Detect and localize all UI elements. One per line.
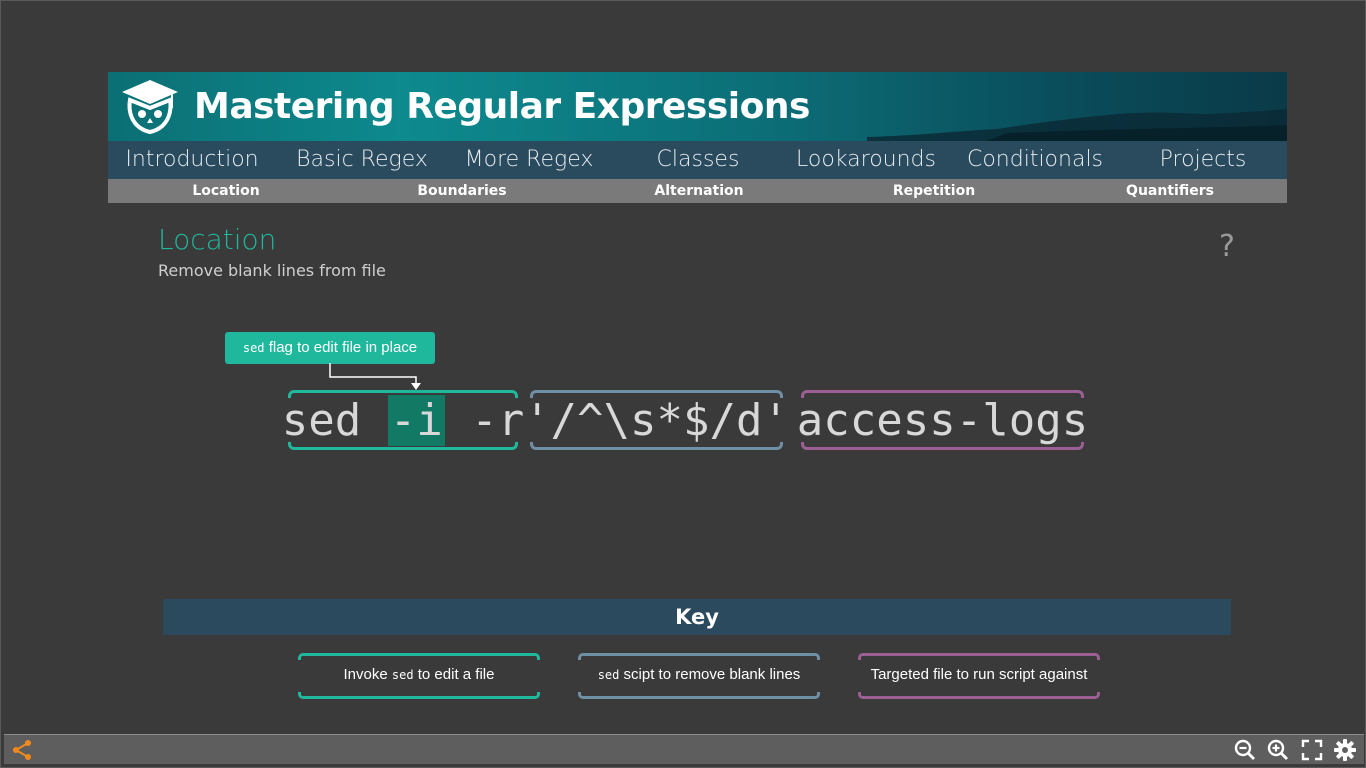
nav-introduction[interactable]: Introduction	[125, 147, 259, 172]
flag-callout: sed flag to edit file in place	[225, 332, 435, 364]
nav-classes[interactable]: Classes	[656, 147, 740, 172]
segment-target-file[interactable]: access-logs	[796, 390, 1089, 450]
page-title: Location	[158, 223, 277, 256]
segment-sed-script[interactable]: '/^\s*$/d'	[524, 390, 789, 450]
callout-text: flag to edit file in place	[264, 339, 418, 356]
callout-arrow-icon	[329, 363, 421, 390]
token-sed: sed	[281, 394, 388, 446]
nav-conditionals[interactable]: Conditionals	[966, 147, 1104, 172]
token-flag-r: -r	[444, 394, 525, 446]
bracket-bottom	[801, 442, 1084, 450]
subnav-alternation[interactable]: Alternation	[654, 183, 744, 199]
token-flag-i[interactable]: -i	[387, 394, 445, 446]
nav-basic-regex[interactable]: Basic Regex	[296, 147, 428, 172]
bracket-bottom	[578, 692, 820, 699]
nav-projects[interactable]: Projects	[1159, 147, 1247, 172]
bottom-toolbar	[4, 734, 1364, 764]
key-text: Invoke	[343, 666, 392, 683]
token-file: access-logs	[796, 394, 1089, 446]
nav-lookarounds[interactable]: Lookarounds	[796, 147, 936, 172]
share-icon[interactable]	[10, 738, 34, 762]
help-button[interactable]: ?	[1219, 229, 1235, 264]
key-item-sed-script: sed scipt to remove blank lines	[578, 653, 820, 699]
bracket-top	[298, 653, 540, 660]
zoom-out-icon[interactable]	[1233, 738, 1257, 762]
nav-more-regex[interactable]: More Regex	[464, 147, 594, 172]
bracket-bottom	[858, 692, 1100, 699]
segment-sed-invoke[interactable]: sed -i -r	[282, 390, 524, 450]
page-subtitle: Remove blank lines from file	[158, 261, 386, 280]
subnav-boundaries[interactable]: Boundaries	[417, 183, 507, 199]
bracket-top	[578, 653, 820, 660]
fullscreen-icon[interactable]	[1300, 738, 1324, 762]
key-item-target-file: Targeted file to run script against	[858, 653, 1100, 699]
main-nav: Introduction Basic Regex More Regex Clas…	[108, 141, 1287, 179]
sed-tokens: sed -i -r	[282, 394, 524, 446]
bracket-bottom	[288, 442, 518, 450]
subnav-quantifiers[interactable]: Quantifiers	[1126, 183, 1214, 199]
subnav-location[interactable]: Location	[192, 183, 260, 199]
subnav-repetition[interactable]: Repetition	[892, 183, 976, 199]
owl-graduate-logo	[122, 80, 178, 135]
bracket-bottom	[298, 692, 540, 699]
token-script: '/^\s*$/d'	[524, 394, 789, 446]
key-text: to edit a file	[413, 666, 495, 683]
bracket-top	[801, 390, 1084, 398]
settings-icon[interactable]	[1333, 738, 1357, 762]
bracket-bottom	[530, 442, 783, 450]
key-text: scipt to remove blank lines	[619, 666, 801, 683]
key-item-invoke-sed: Invoke sed to edit a file	[298, 653, 540, 699]
bracket-top	[530, 390, 783, 398]
bracket-top	[288, 390, 518, 398]
callout-code: sed	[242, 341, 265, 355]
zoom-in-icon[interactable]	[1266, 738, 1290, 762]
site-title: Mastering Regular Expressions	[194, 86, 810, 127]
bracket-top	[858, 653, 1100, 660]
landscape-illustration	[867, 109, 1287, 141]
key-text: Targeted file to run script against	[870, 666, 1088, 683]
key-code: sed	[391, 668, 414, 682]
sub-nav: Location Boundaries Alternation Repetiti…	[108, 179, 1287, 203]
key-header: Key	[163, 599, 1231, 635]
key-code: sed	[597, 668, 620, 682]
header-banner: Mastering Regular Expressions	[108, 72, 1287, 141]
